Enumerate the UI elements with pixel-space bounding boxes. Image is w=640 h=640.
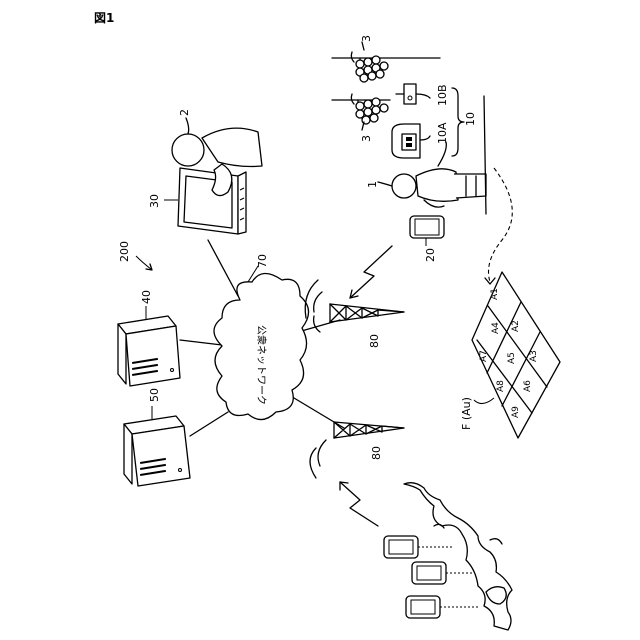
ref-server-50: 50 [148, 388, 161, 402]
map-phone-3 [406, 596, 480, 618]
wireless-signal-lower [340, 482, 378, 526]
server-40: 40 [118, 290, 180, 386]
base-station-upper: 80 [305, 280, 404, 348]
field-area-a1: A1 [490, 288, 500, 300]
field-area-a5: A5 [507, 352, 517, 364]
ref-device-10: 10 [464, 112, 477, 126]
field-area-a6: A6 [523, 380, 533, 392]
smartphone-20: 20 [410, 216, 444, 262]
ref-device-10b: 10B [436, 84, 449, 106]
device-10b: 10B [396, 84, 449, 106]
map-phone-1 [384, 536, 454, 558]
wireless-signal-upper [350, 246, 392, 298]
ref-base-station-lower: 80 [370, 446, 383, 460]
ref-system: 200 [118, 241, 131, 262]
field-grid: A1 A2 A3 A4 A5 A6 A7 A8 A9 F (Au) [460, 272, 560, 438]
field-area-a4: A4 [491, 322, 501, 334]
figure-title: 図1 [94, 11, 114, 25]
ref-terminal: 30 [148, 194, 161, 208]
field-area-a2: A2 [511, 320, 521, 332]
server-50: 50 [124, 388, 190, 486]
map-phone-2 [412, 562, 474, 584]
ref-server-40: 40 [140, 290, 153, 304]
field-area-a9: A9 [511, 406, 521, 418]
system-label: 200 [118, 241, 152, 270]
ref-grape-upper: 3 [360, 35, 373, 42]
field-area-a8: A8 [496, 380, 506, 392]
ref-field: F (Au) [460, 397, 473, 430]
ref-grape-lower: 3 [360, 135, 373, 142]
ref-network: 70 [256, 254, 269, 268]
ref-phone: 20 [424, 248, 437, 262]
ref-user: 2 [178, 109, 191, 116]
field-area-a3: A3 [529, 350, 539, 362]
field-area-a7: A7 [479, 350, 489, 362]
field-link-arrow [485, 168, 512, 284]
grape-cluster-upper [351, 42, 388, 82]
ref-worker: 1 [366, 181, 379, 188]
worker-1: 1 [366, 142, 486, 207]
ref-base-station-upper: 80 [368, 334, 381, 348]
device-10a: 10A [392, 122, 449, 158]
base-station-lower: 80 [310, 422, 404, 478]
network-label: 公衆ネットワーク [255, 325, 268, 405]
ref-device-10a: 10A [436, 122, 449, 144]
device-10-bracket: 10 [452, 88, 477, 156]
